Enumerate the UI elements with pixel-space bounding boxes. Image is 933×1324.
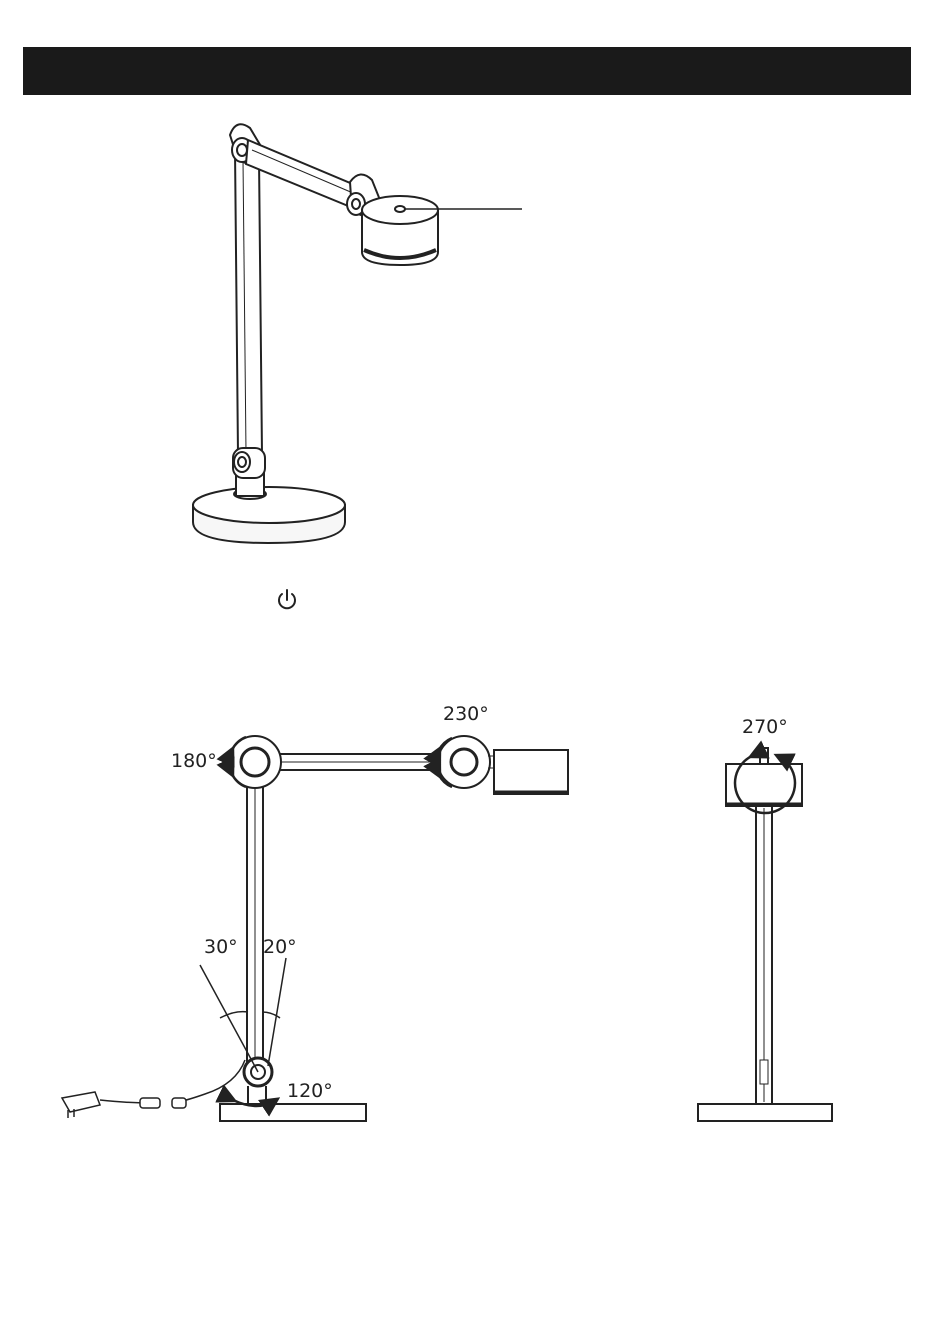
angle-label-top-pivot: 180° (171, 752, 217, 771)
front-base (698, 1104, 832, 1121)
angle-label-arm-front-tilt: 20° (263, 938, 297, 957)
angle-label-shade-pivot: 230° (443, 705, 489, 724)
angle-label-head-rotation: 270° (742, 718, 788, 737)
angle-label-arm-back-tilt: 30° (204, 938, 238, 957)
angle-label-base-rotation: 120° (287, 1082, 333, 1101)
